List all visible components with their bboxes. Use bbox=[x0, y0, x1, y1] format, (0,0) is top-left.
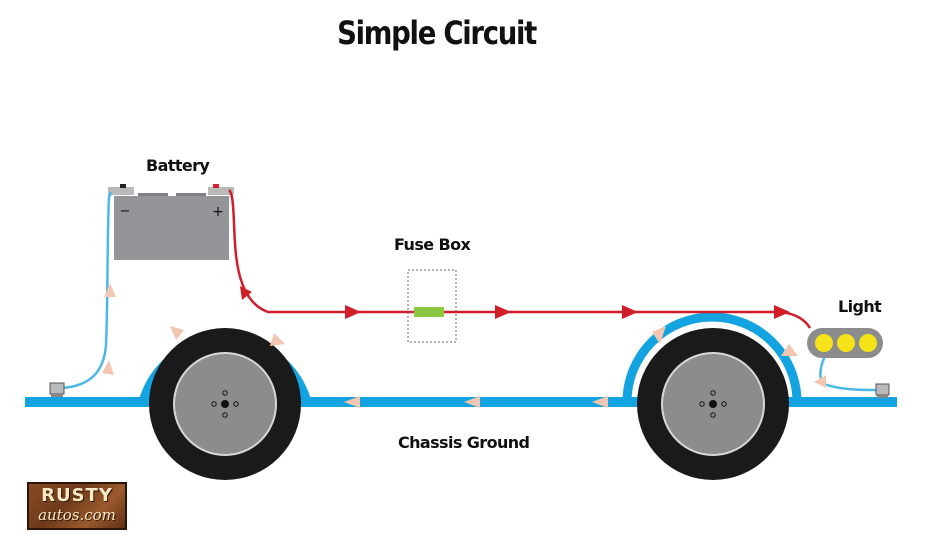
lamp-bulb bbox=[815, 334, 833, 352]
current-arrow-icon bbox=[592, 396, 608, 408]
battery-icon: − + bbox=[108, 184, 234, 260]
current-flow-arrows-ground bbox=[102, 283, 826, 408]
lamp-bulb bbox=[859, 334, 877, 352]
light-label: Light bbox=[838, 297, 882, 316]
rusty-autos-logo: RUSTY autos.com bbox=[27, 482, 127, 530]
current-arrow-icon bbox=[814, 375, 826, 388]
current-arrow-icon bbox=[170, 326, 184, 340]
light-icon bbox=[807, 328, 883, 358]
chassis-ground-label: Chassis Ground bbox=[398, 433, 530, 452]
front-wheel-icon bbox=[149, 328, 301, 480]
battery-body bbox=[114, 196, 229, 260]
rear-wheel-icon bbox=[637, 328, 789, 480]
light-ground-wire bbox=[819, 353, 890, 398]
fuse-box-outline bbox=[407, 269, 457, 343]
lamp-bulb bbox=[837, 334, 855, 352]
logo-word: RUSTY bbox=[41, 485, 113, 506]
logo-sub: autos.com bbox=[38, 506, 116, 524]
current-arrow-icon bbox=[495, 305, 511, 319]
battery-ground-wire bbox=[49, 191, 113, 397]
fuse-box-label: Fuse Box bbox=[394, 235, 471, 254]
battery-positive-symbol: + bbox=[212, 204, 224, 220]
current-arrow-icon bbox=[345, 305, 361, 319]
current-arrow-icon bbox=[781, 344, 798, 356]
current-arrow-icon bbox=[622, 305, 638, 319]
current-arrow-icon bbox=[270, 333, 285, 346]
current-arrow-icon bbox=[652, 326, 666, 344]
battery-label: Battery bbox=[146, 156, 210, 175]
fuse-box bbox=[407, 269, 457, 343]
current-arrow-icon bbox=[104, 283, 116, 297]
current-arrow-icon bbox=[464, 396, 480, 408]
ground-bolt-icon bbox=[875, 383, 890, 396]
ground-bolt-icon bbox=[49, 382, 65, 395]
battery-negative-symbol: − bbox=[120, 204, 131, 219]
current-arrow-icon bbox=[102, 360, 114, 375]
fuse-icon bbox=[414, 307, 444, 317]
current-arrow-icon bbox=[774, 305, 790, 319]
positive-wire bbox=[227, 189, 812, 329]
current-arrow-icon bbox=[344, 396, 360, 408]
rear-fender bbox=[622, 312, 802, 403]
current-flow-arrows-red bbox=[240, 286, 790, 319]
chassis-bar bbox=[25, 397, 897, 407]
battery-negative-terminal bbox=[108, 187, 134, 195]
diagram-title: Simple Circuit bbox=[337, 14, 537, 52]
current-arrow-icon bbox=[240, 286, 252, 300]
battery-positive-terminal bbox=[208, 187, 234, 195]
